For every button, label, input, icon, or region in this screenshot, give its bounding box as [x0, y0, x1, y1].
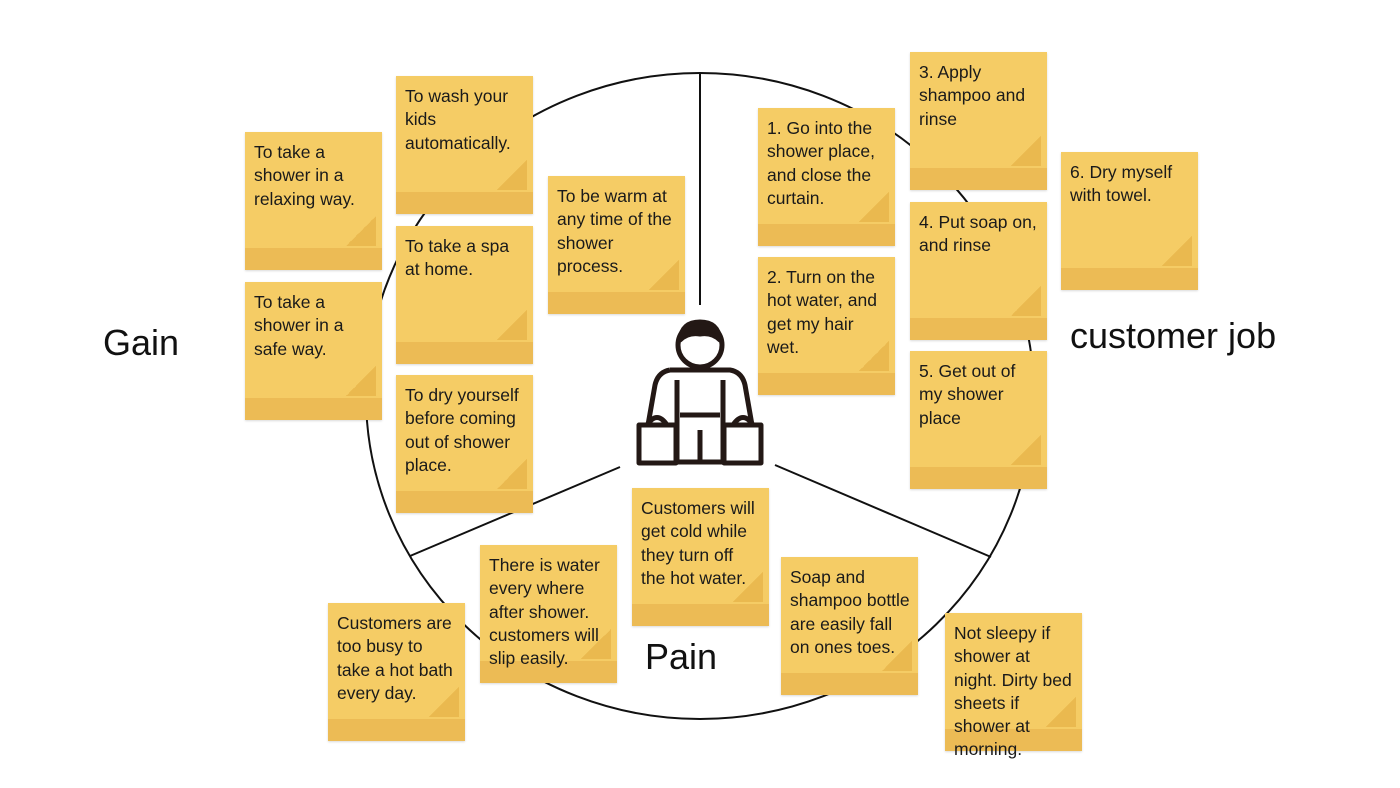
divider-right	[774, 464, 992, 558]
page-fold-icon	[429, 687, 459, 717]
note-text: 1. Go into the shower place, and close t…	[767, 118, 875, 208]
note-text: To take a spa at home.	[405, 236, 510, 280]
note-text: 2. Turn on the hot water, and get my hai…	[767, 267, 877, 357]
note-text: There is water every where after shower.…	[489, 555, 600, 669]
gain-label: Gain	[103, 322, 180, 363]
sticky-note-customer-job: 6. Dry myself with towel.	[1061, 152, 1198, 290]
sticky-note-gain: To take a shower in a safe way.	[245, 282, 382, 420]
page-fold-icon	[1162, 236, 1192, 266]
sticky-note-pain: Customers are too busy to take a hot bat…	[328, 603, 465, 741]
sticky-note-gain: To wash your kids automatically.	[396, 76, 533, 214]
sticky-note-customer-job: 1. Go into the shower place, and close t…	[758, 108, 895, 246]
page-fold-icon	[497, 459, 527, 489]
note-text: Customers are too busy to take a hot bat…	[337, 613, 453, 703]
page-fold-icon	[649, 260, 679, 290]
note-text: To dry yourself before coming out of sho…	[405, 385, 519, 475]
note-text: To take a shower in a safe way.	[254, 292, 344, 359]
sticky-note-gain: To be warm at any time of the shower pro…	[548, 176, 685, 314]
note-text: 4. Put soap on, and rinse	[919, 212, 1037, 256]
pain-label: Pain	[645, 636, 718, 677]
sticky-note-customer-job: 5. Get out of my shower place	[910, 351, 1047, 489]
sticky-note-pain: Soap and shampoo bottle are easily fall …	[781, 557, 918, 695]
sticky-note-pain: There is water every where after shower.…	[480, 545, 617, 683]
page-fold-icon	[859, 192, 889, 222]
sticky-note-customer-job: 3. Apply shampoo and rinse	[910, 52, 1047, 190]
page-fold-icon	[497, 310, 527, 340]
page-fold-icon	[1011, 286, 1041, 316]
note-text: 5. Get out of my shower place	[919, 361, 1016, 428]
page-fold-icon	[1011, 136, 1041, 166]
sticky-note-pain: Customers will get cold while they turn …	[632, 488, 769, 626]
page-fold-icon	[1011, 435, 1041, 465]
note-text: 6. Dry myself with towel.	[1070, 162, 1173, 206]
note-text: Soap and shampoo bottle are easily fall …	[790, 567, 910, 657]
sticky-note-customer-job: 2. Turn on the hot water, and get my hai…	[758, 257, 895, 395]
sticky-note-customer-job: 4. Put soap on, and rinse	[910, 202, 1047, 340]
page-fold-icon	[859, 341, 889, 371]
sticky-note-gain: To take a shower in a relaxing way.	[245, 132, 382, 270]
sticky-note-gain: To take a spa at home.	[396, 226, 533, 364]
note-text: Not sleepy if shower at night. Dirty bed…	[954, 623, 1072, 760]
note-text: To take a shower in a relaxing way.	[254, 142, 355, 209]
note-text: To be warm at any time of the shower pro…	[557, 186, 672, 276]
person-with-shopping-bags-icon	[636, 319, 764, 466]
page-fold-icon	[346, 216, 376, 246]
note-text: 3. Apply shampoo and rinse	[919, 62, 1026, 129]
page-fold-icon	[346, 366, 376, 396]
page-fold-icon	[497, 160, 527, 190]
sticky-note-pain: Not sleepy if shower at night. Dirty bed…	[945, 613, 1082, 759]
customer-job-label: customer job	[1070, 315, 1277, 356]
note-text: Customers will get cold while they turn …	[641, 498, 755, 588]
page-fold-icon	[581, 629, 611, 659]
page-fold-icon	[882, 641, 912, 671]
page-fold-icon	[733, 572, 763, 602]
sticky-note-gain: To dry yourself before coming out of sho…	[396, 375, 533, 513]
page-fold-icon	[1046, 697, 1076, 727]
note-text: To wash your kids automatically.	[405, 86, 511, 153]
